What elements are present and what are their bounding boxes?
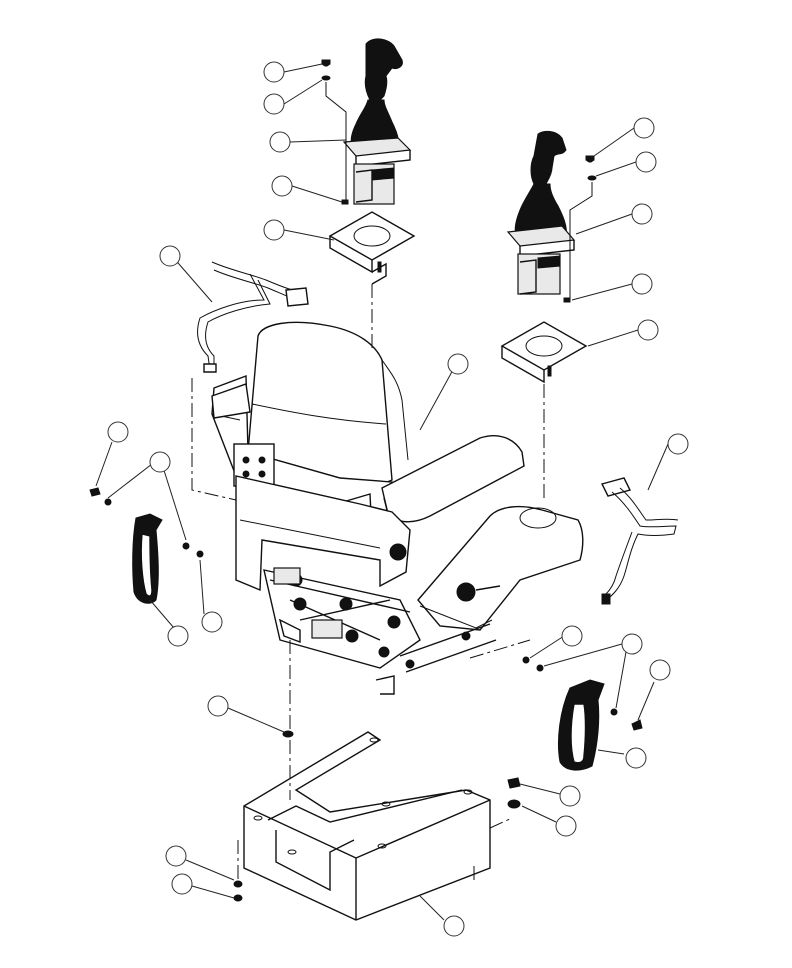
assembly-centerlines (191, 284, 545, 884)
callout-balloon (625, 747, 647, 769)
callout-balloon (637, 319, 659, 341)
callout-balloon (263, 61, 285, 83)
callout-balloon (201, 611, 223, 633)
callout-balloon (631, 273, 653, 295)
callout-balloon (559, 785, 581, 807)
callout-balloon (149, 451, 171, 473)
right-joystick (500, 130, 597, 384)
callout-balloon (631, 203, 653, 225)
callout-balloon (447, 353, 469, 375)
right-harness (600, 477, 679, 605)
callout-balloon (159, 245, 181, 267)
left-harness (197, 261, 309, 373)
callout-balloon (443, 915, 465, 937)
callout-balloon (165, 845, 187, 867)
seat-base-pedestal (233, 730, 521, 921)
operator-seat (211, 321, 584, 695)
callout-balloon (667, 433, 689, 455)
callout-balloon (171, 873, 193, 895)
callout-balloon (167, 625, 189, 647)
right-seatbelt-strap (522, 656, 643, 771)
callout-balloons (107, 61, 689, 937)
callout-balloon (263, 219, 285, 241)
leader-lines (95, 63, 669, 921)
callout-balloon (635, 151, 657, 173)
callout-balloon (263, 93, 285, 115)
left-seatbelt-strap (89, 487, 204, 604)
callout-balloon (561, 625, 583, 647)
left-joystick (321, 38, 416, 285)
callout-balloon (269, 131, 291, 153)
callout-balloon (207, 695, 229, 717)
callout-balloon (649, 659, 671, 681)
callout-balloon (107, 421, 129, 443)
callout-balloon (271, 175, 293, 197)
callout-balloon (555, 815, 577, 837)
callout-balloon (633, 117, 655, 139)
callout-balloon (621, 633, 643, 655)
